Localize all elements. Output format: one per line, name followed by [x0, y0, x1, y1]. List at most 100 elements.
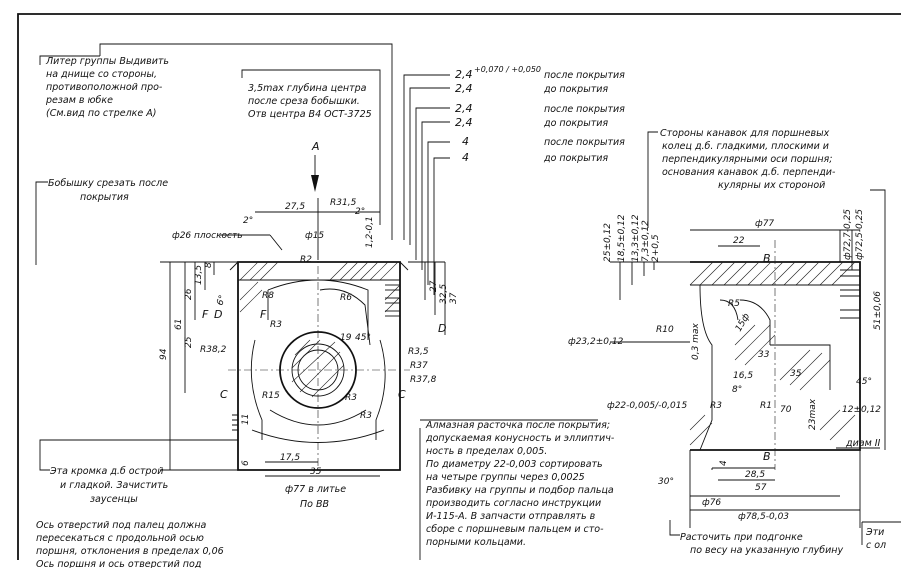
section-mark: В — [763, 450, 771, 463]
dim-label: 25±0,12 — [603, 223, 613, 262]
dim-label: R2 — [300, 255, 312, 265]
left-bottom-dims: 17,5 35 ф77 в литье По ВВ — [265, 453, 380, 510]
dim-label: R37 — [410, 361, 428, 371]
note-diamond-line: Разбивку на группы и подбор пальца — [426, 485, 614, 496]
note-litera: Литер группы Выдивить на днище со сторон… — [39, 43, 393, 240]
groove-spec-text: до покрытия — [543, 153, 608, 164]
dim-label: 2° — [243, 216, 253, 226]
right-bottom-dims: 4 28,5 57 ф76 ф78,5-0,03 30° — [658, 450, 861, 528]
groove-spec-base: 2,4 — [455, 102, 473, 115]
note-diamond-line: на четыре группы через 0,0025 — [426, 472, 585, 483]
dim-label: диам II — [845, 438, 881, 449]
note-diamond-line: сборе с поршневым пальцем и сто- — [426, 524, 604, 535]
note-boss-cut: Бобышку срезать после покрытия — [35, 178, 168, 265]
note-axis-line: поршня, отклонения в пределах 0,06 — [36, 546, 224, 557]
right-left-dims: 25±0,12 18,5±0,12 13,3±0,12 7,3±0,12 2+0… — [568, 214, 690, 347]
dim-label: ф77 в литье — [285, 484, 346, 495]
section-mark: D — [214, 308, 222, 321]
dim-label: 12±0,12 — [842, 405, 881, 415]
note-edge-line: и гладкой. Зачистить — [60, 480, 168, 491]
dim-label: 30° — [658, 477, 674, 487]
dim-label: ф76 — [702, 498, 721, 508]
left-vertical-dims: 94 61 26 13,5 8 25 6° F D F R38,2 R3 R8 … — [159, 255, 406, 471]
dim-label: R38,2 — [200, 345, 227, 355]
note-bore-fit-line: Расточить при подгонке — [680, 532, 803, 543]
dim-label: 2+0,5 — [651, 234, 661, 262]
groove-spec-text: до покрытия — [543, 118, 608, 129]
note-diamond: ф22-0,005/-0,015 Алмазная расточка после… — [419, 401, 687, 560]
note-grooves-line: кулярны их стороной — [718, 180, 825, 191]
note-diamond-line: допускаемая конусность и эллиптич- — [425, 433, 615, 444]
dim-label: 70 — [780, 405, 792, 415]
note-bore-fit: Расточить при подгонке по весу на указан… — [669, 520, 843, 556]
dim-label: ф23,2±0,12 — [568, 337, 624, 347]
note-diamond-line: По диаметру 22-0,003 сортировать — [426, 459, 603, 470]
note-flat: ф26 плоскость — [172, 231, 243, 241]
dim-label: 35 — [790, 369, 802, 379]
note-grooves: Стороны канавок для поршневых колец д.б.… — [647, 128, 836, 228]
dim-label: 11 — [241, 414, 251, 425]
dim-label: 37 — [449, 292, 459, 304]
dim-label: R15 — [262, 391, 280, 401]
dim-label: 45° — [856, 377, 872, 387]
dim-label: R10 — [656, 325, 674, 335]
view-arrow-a: А — [311, 140, 320, 192]
dim-label: ф77 — [755, 219, 774, 229]
dim-label: ф78,5-0,03 — [738, 512, 789, 522]
section-mark: F — [202, 308, 209, 321]
dim-label: ф15 — [305, 231, 324, 241]
arrow-a-label: А — [311, 140, 320, 153]
groove-spec-text: после покрытия — [544, 104, 625, 115]
left-top-dims: 27,5 R31,5 2° 2° ф26 плоскость ф15 1,2-0… — [172, 198, 380, 260]
dim-label: 19 — [340, 333, 352, 343]
dim-label: 22 — [733, 236, 745, 246]
dim-label: R3,5 — [408, 347, 429, 357]
note-axis-line: пересекаться с продольной осью — [36, 533, 204, 544]
note-diamond-line: порными кольцами. — [426, 537, 526, 548]
section-mark: C — [398, 388, 406, 401]
left-piston-view — [228, 250, 410, 472]
dim-label: 6° — [215, 294, 228, 307]
note-right-cut-line: Эти — [865, 527, 884, 538]
dim-label: R31,5 — [330, 198, 357, 208]
note-edge-line: Эта кромка д.б острой — [49, 466, 163, 477]
note-right-cut: Эти с ол — [861, 521, 901, 551]
dim-label: 26 — [184, 288, 194, 300]
dim-label: 25 — [184, 336, 194, 348]
groove-spec-base: 2,4 — [455, 116, 473, 129]
note-litera-line: противоположной про- — [46, 82, 163, 93]
note-axis-line: Ось отверстий под палец должна — [36, 520, 207, 531]
note-axis-line: Ось поршня и ось отверстий под — [36, 559, 202, 568]
dim-label: 57 — [755, 483, 767, 493]
dim-label: ф22-0,005/-0,015 — [607, 401, 687, 411]
dim-label: 23max — [808, 398, 818, 430]
note-center-depth-line: Отв центра В4 ОСТ-3725 — [248, 109, 372, 120]
dim-label: R1 — [760, 401, 772, 411]
section-mark: C — [220, 388, 228, 401]
dim-label: 45° — [355, 333, 371, 343]
dim-label: 8° — [732, 385, 742, 395]
note-litera-line: (См.вид по стрелке А) — [46, 108, 156, 119]
dim-label: 0,3 max — [691, 323, 701, 360]
groove-specs: 2,4 +0,070 / +0,050 после покрытия 2,4 д… — [403, 65, 625, 295]
section-mark: D — [438, 322, 446, 335]
note-center-depth: 3,5max глубина центра после среза бобышк… — [241, 69, 381, 225]
note-litera-line: резам в юбке — [45, 95, 113, 106]
right-right-dims: ф72,7-0,25 ф72,5-0,25 51±0,06 — [839, 189, 886, 450]
note-boss-cut-line: Бобышку срезать после — [48, 178, 168, 189]
groove-spec-base: 4 — [462, 151, 469, 164]
dim-label: 27,5 — [285, 202, 305, 212]
note-edge-line: заусенцы — [90, 494, 138, 505]
dim-label: 18,5±0,12 — [617, 214, 627, 262]
dim-label: R8 — [262, 291, 274, 301]
dim-label: 27 — [429, 280, 439, 292]
groove-spec-base: 2,4 — [455, 82, 473, 95]
groove-spec-base: 2,4 — [455, 68, 473, 81]
dim-label: 32,5 — [439, 284, 449, 304]
dim-label: 6 — [241, 460, 251, 466]
dim-label: 13,3±0,12 — [631, 214, 641, 262]
note-edge: Эта кромка д.б острой и гладкой. Зачисти… — [39, 439, 238, 505]
groove-spec-base: 4 — [462, 135, 469, 148]
dim-label: 35 — [310, 467, 322, 477]
